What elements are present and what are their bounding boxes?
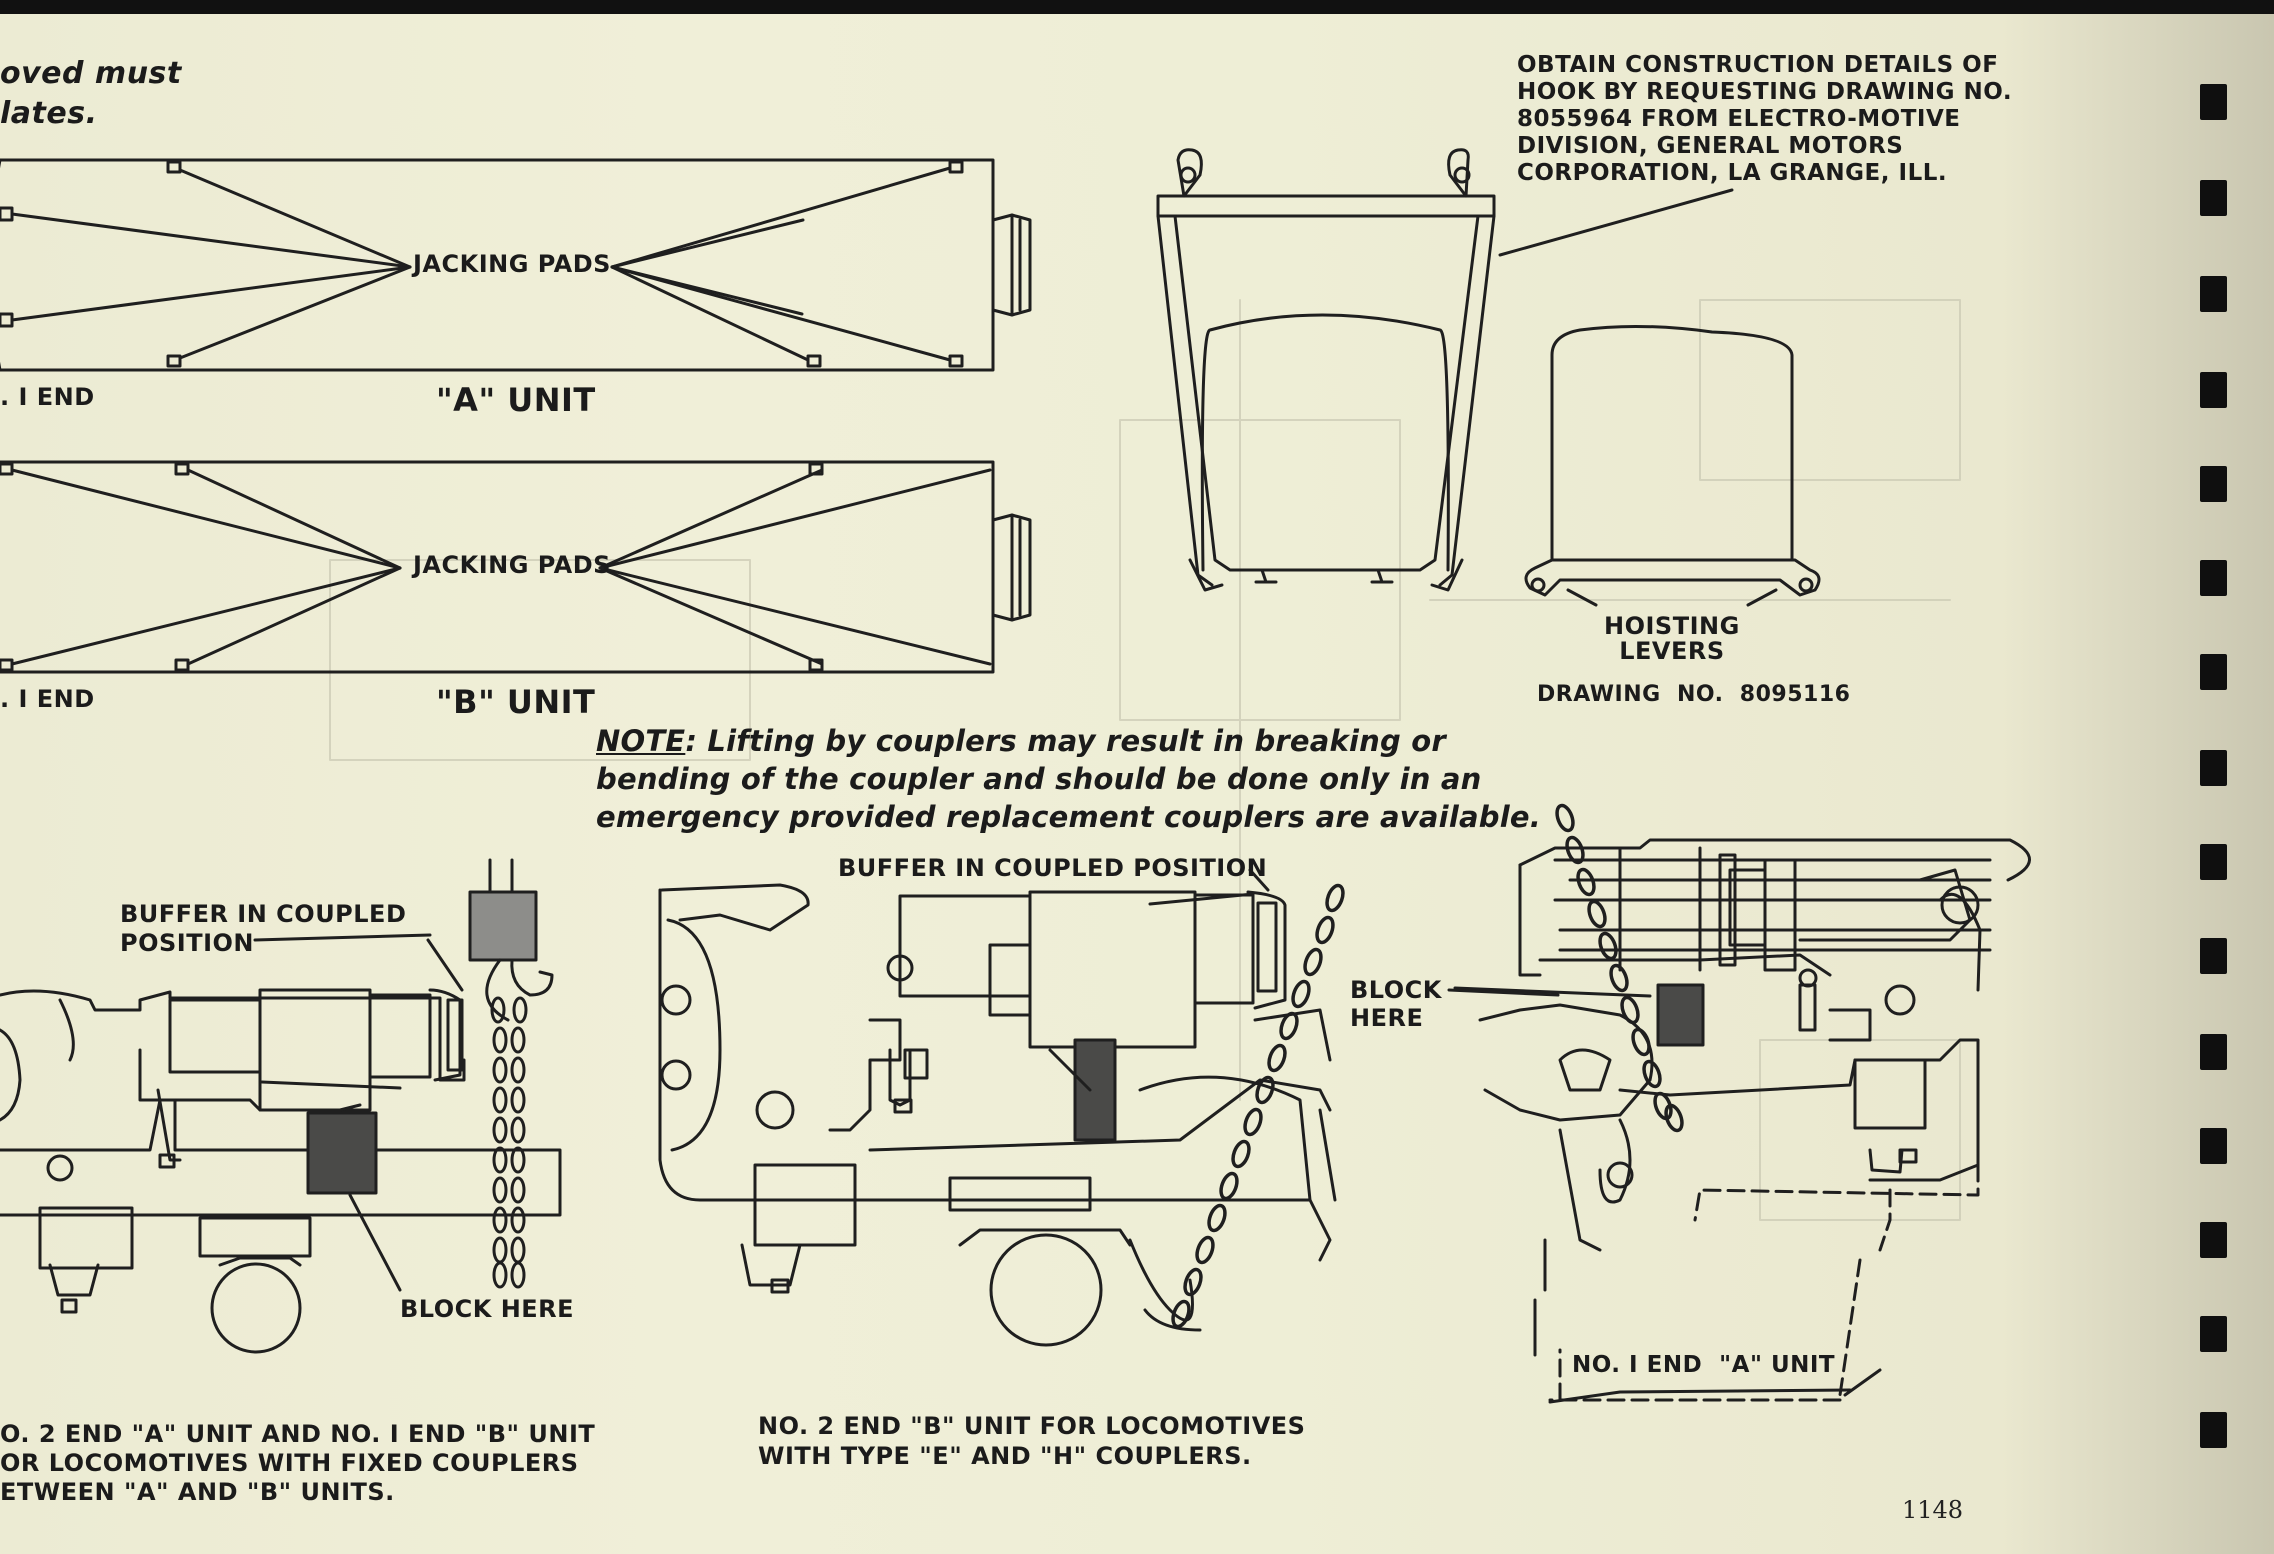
binder-tab [2200, 1034, 2227, 1070]
binder-tab [2200, 938, 2227, 974]
jacking-pads-label-a: JACKING PADS [413, 250, 611, 278]
lifting-hook [1156, 148, 1734, 592]
leader-lines [1248, 868, 1882, 1397]
hook-details-note: OBTAIN CONSTRUCTION DETAILS OF HOOK BY R… [1517, 52, 2013, 186]
a-unit-plan-view [0, 158, 1032, 372]
top-note-line2: lates. [0, 96, 98, 131]
binder-tab [2200, 1316, 2227, 1352]
binder-tab [2200, 844, 2227, 880]
note-label: NOTE [596, 724, 686, 758]
scan-top-edge [0, 0, 2274, 14]
binder-tab [2200, 84, 2227, 120]
caption-middle: NO. 2 END "B" UNIT FOR LOCOMOTIVES WITH … [758, 1412, 1306, 1470]
caption-left: O. 2 END "A" UNIT AND NO. I END "B" UNIT… [0, 1420, 596, 1506]
right-base-line [1548, 1388, 1852, 1404]
drawing-number-label: DRAWING NO. 8095116 [1537, 682, 1851, 707]
binder-tab [2200, 560, 2227, 596]
binder-tab [2200, 180, 2227, 216]
caption-right: NO. I END "A" UNIT [1572, 1352, 1836, 1378]
right-dashed-outline [1548, 1163, 1980, 1402]
no1-end-label-b: . I END [0, 685, 95, 713]
b-unit-plan-view [0, 460, 1032, 674]
binder-tab [2200, 1222, 2227, 1258]
left-coupler-assembly [0, 858, 562, 1354]
b-unit-label: "B" UNIT [436, 683, 596, 721]
top-note-line1: oved must [0, 56, 182, 91]
left-chain [490, 996, 528, 1289]
binder-tab [2200, 1412, 2227, 1448]
jacking-pads-label-b: JACKING PADS [413, 551, 611, 579]
right-chain [1555, 803, 1684, 1133]
binder-tab [2200, 372, 2227, 408]
coupler-lifting-note: NOTE: Lifting by couplers may result in … [596, 722, 1541, 836]
buffer-label-middle: BUFFER IN COUPLED POSITION [838, 854, 1268, 882]
block-here-label-right: BLOCK HERE [1350, 976, 1442, 1032]
middle-coupler-assembly [658, 883, 1337, 1347]
binder-tab [2200, 750, 2227, 786]
binder-tab [2200, 1128, 2227, 1164]
binder-tab [2200, 276, 2227, 312]
hoisting-levers-label: HOISTING LEVERS [1604, 612, 1740, 665]
block-here-label-left: BLOCK HERE [400, 1295, 575, 1323]
a-unit-label: "A" UNIT [436, 381, 596, 419]
hook-carriage [1524, 324, 1821, 607]
binder-tab [2200, 466, 2227, 502]
middle-chain [1171, 883, 1345, 1329]
page-number: 1148 [1902, 1496, 1964, 1524]
no1-end-label-a: . I END [0, 383, 95, 411]
right-coupler-assembly [1453, 838, 2031, 1357]
note-text: : Lifting by couplers may result in brea… [596, 724, 1541, 834]
buffer-label-left: BUFFER IN COUPLED POSITION [120, 900, 407, 957]
binder-tab [2200, 654, 2227, 690]
